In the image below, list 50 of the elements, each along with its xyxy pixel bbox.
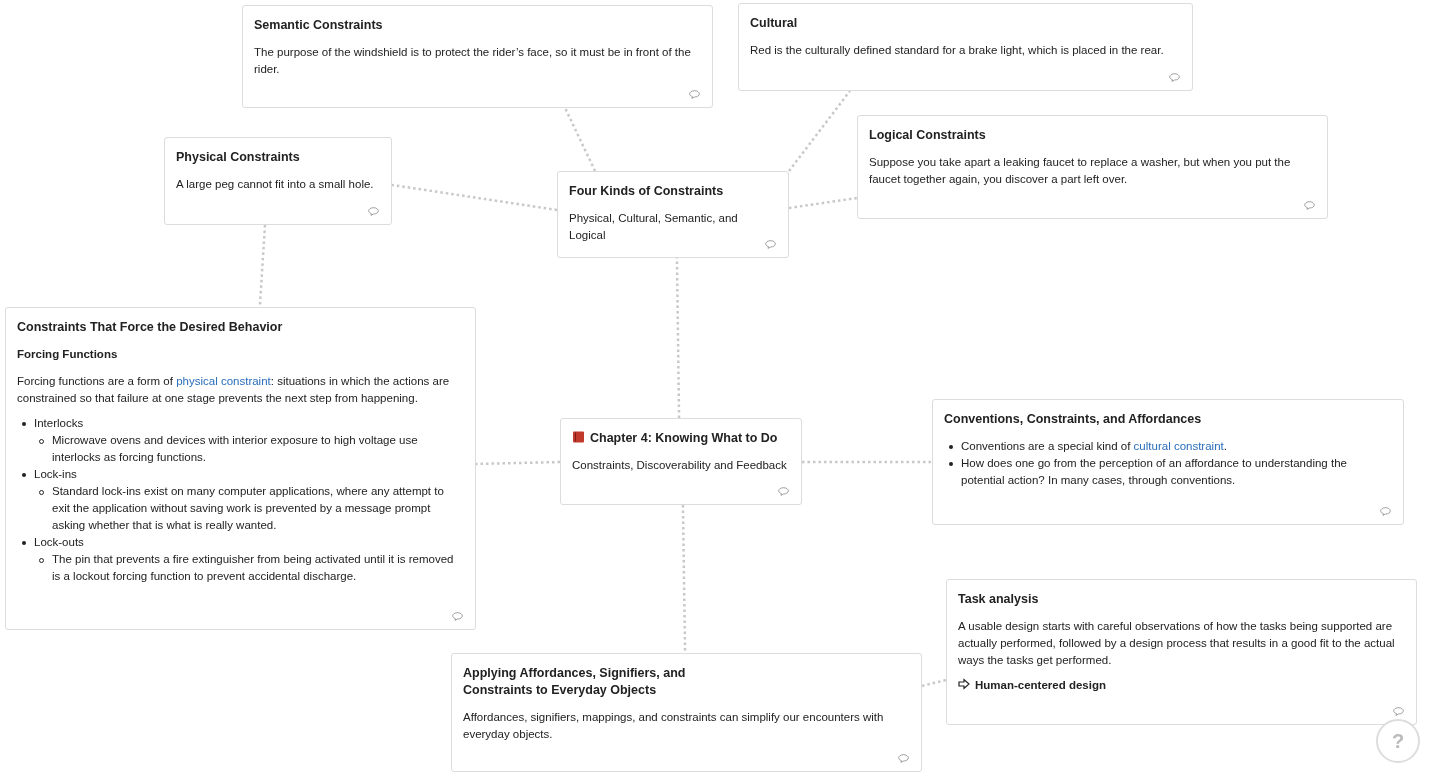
card-title: Cultural bbox=[750, 16, 798, 30]
connector-line bbox=[788, 196, 858, 210]
connector-line bbox=[391, 183, 558, 212]
text-link: physical constraint bbox=[176, 375, 271, 387]
description-text: Affordances, signifiers, mappings, and constraints can simplify our encounters with everyday objects. bbox=[463, 711, 884, 740]
card-title: Semantic Constraints bbox=[254, 18, 383, 32]
note-card bbox=[932, 399, 1404, 525]
list-item: The pin that prevents a fire extinguisher from being activated until it is removed is a lockout forcing function to prevent accidental discharge. bbox=[52, 553, 454, 582]
description-text: Suppose you take apart a leaking faucet to replace a washer, but when you put the faucet together again, you discover a part left over. bbox=[869, 156, 1291, 185]
card-title: Constraints That Force the Desired Behavior bbox=[17, 320, 283, 334]
connector-line bbox=[563, 107, 597, 172]
text-link: cultural constraint bbox=[1133, 440, 1224, 452]
connector-line bbox=[675, 258, 681, 418]
description-text: A usable design starts with careful observations of how the tasks being supported are actually performed, followed by a design process that results in a good fit to the actual ways the tasks get performed. bbox=[958, 620, 1395, 666]
note-card bbox=[164, 137, 392, 225]
note-card bbox=[5, 307, 476, 630]
connector-line bbox=[788, 90, 851, 172]
description-text: Red is the culturally defined standard for a brake light, which is placed in the rear. bbox=[750, 44, 1164, 56]
card-title: Physical Constraints bbox=[176, 150, 300, 164]
list-item: Conventions are a special kind of cultural constraint. bbox=[961, 440, 1227, 452]
help-button: ? bbox=[1376, 719, 1420, 763]
note-card bbox=[738, 3, 1193, 91]
description-text: Human-centered design bbox=[975, 679, 1106, 691]
description-text: Physical, Cultural, Semantic, and Logical bbox=[569, 212, 738, 241]
list-item: Standard lock-ins exist on many computer applications, where any attempt to exit the application without saving work is prevented by a message prompt asking whether that is what is really wanted. bbox=[52, 485, 444, 531]
description-text: Constraints, Discoverability and Feedback bbox=[572, 459, 787, 471]
note-card bbox=[242, 5, 713, 108]
connector-line bbox=[802, 460, 932, 464]
subheading: Forcing Functions bbox=[17, 348, 118, 360]
list-item: Microwave ovens and devices with interior exposure to high voltage use interlocks as forcing functions. bbox=[52, 434, 418, 463]
card-title: Applying Affordances, Signifiers, and Constraints to Everyday Objects bbox=[463, 666, 686, 697]
note-card bbox=[557, 171, 789, 258]
card-title: Four Kinds of Constraints bbox=[569, 184, 724, 198]
connector-line bbox=[921, 678, 947, 688]
note-card bbox=[451, 653, 922, 772]
description-text: The purpose of the windshield is to protect the rider’s face, so it must be in front of the rider. bbox=[254, 46, 691, 75]
note-card bbox=[560, 418, 802, 505]
list-item: Lock-outs bbox=[34, 536, 84, 548]
card-title: Chapter 4: Knowing What to Do bbox=[590, 431, 778, 445]
connector-line bbox=[475, 460, 561, 466]
description-text: A large peg cannot fit into a small hole. bbox=[176, 178, 374, 190]
card-title: Task analysis bbox=[958, 592, 1039, 606]
list-item: Interlocks bbox=[34, 417, 84, 429]
note-card bbox=[857, 115, 1328, 219]
card-title: Logical Constraints bbox=[869, 128, 986, 142]
list-item: Lock-ins bbox=[34, 468, 77, 480]
description-text: Forcing functions are a form of physical constraint: situations in which the actions are constrained so that failure at one stage prevents the next step from happening. bbox=[17, 375, 450, 404]
card-title: Conventions, Constraints, and Affordances bbox=[944, 412, 1202, 426]
list-item: How does one go from the perception of an affordance to understanding the potential action? In many cases, through conventions. bbox=[961, 457, 1347, 486]
note-card bbox=[946, 579, 1417, 725]
